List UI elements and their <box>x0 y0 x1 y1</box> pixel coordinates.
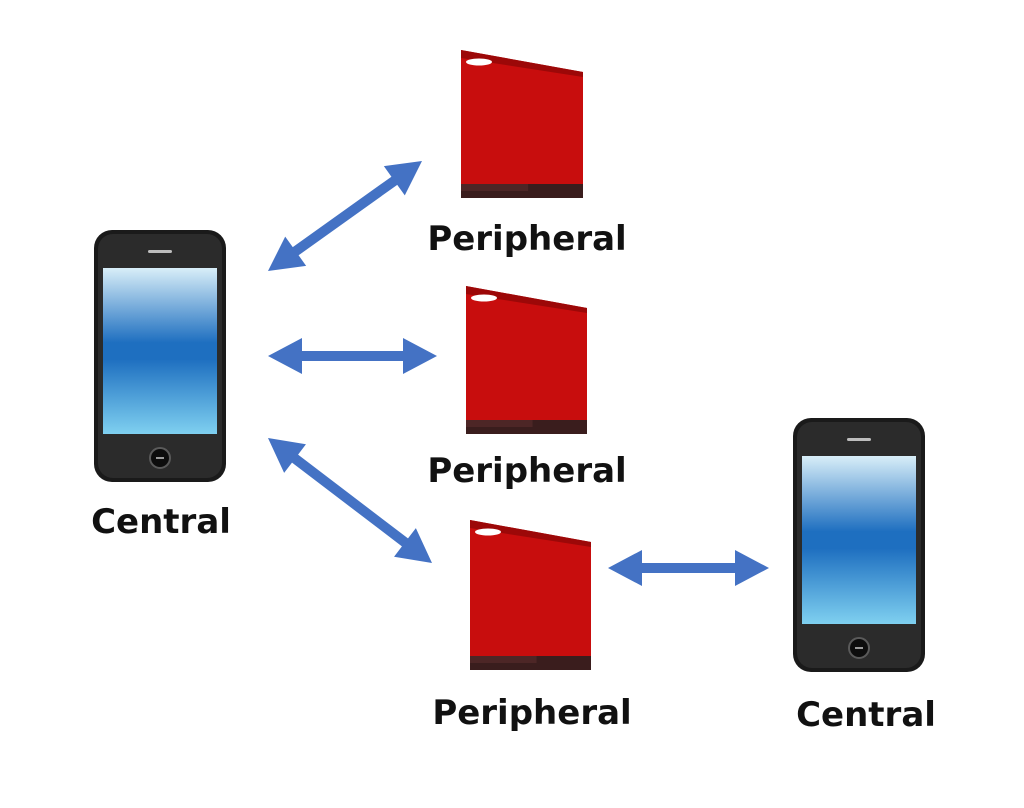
peripheral-label: Peripheral <box>432 693 632 733</box>
peripheral-label: Peripheral <box>427 451 627 491</box>
peripheral-device-icon <box>470 520 591 670</box>
link-arrow-peripheral-3-central-2 <box>608 550 769 586</box>
central-label: Central <box>796 695 936 735</box>
central-phone-icon <box>94 230 226 482</box>
link-arrow-central-peripheral-3 <box>268 438 432 563</box>
link-arrow-central-peripheral-2 <box>268 338 437 374</box>
peripheral-device-icon <box>466 286 587 434</box>
central-phone-icon <box>793 418 925 672</box>
link-arrow-central-peripheral-1 <box>268 161 422 271</box>
peripheral-device-icon <box>461 50 583 198</box>
peripheral-label: Peripheral <box>427 219 627 259</box>
central-label: Central <box>91 502 231 542</box>
